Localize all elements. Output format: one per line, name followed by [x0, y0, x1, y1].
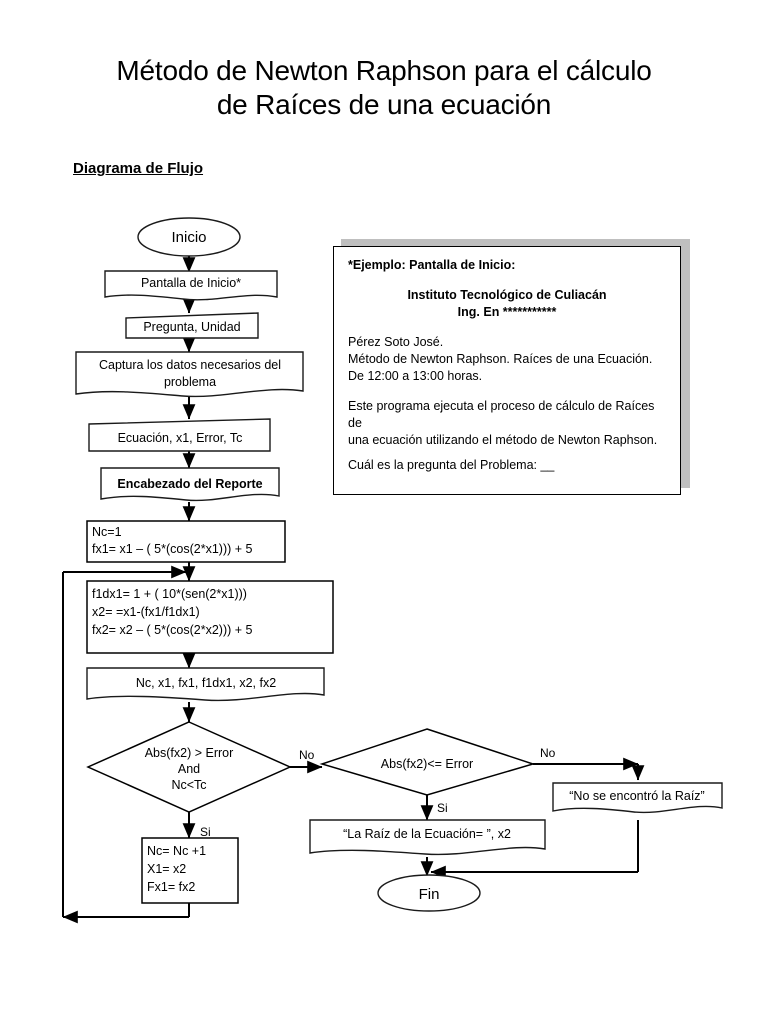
connector-group [62, 256, 645, 924]
node-inicio: Inicio [137, 217, 241, 257]
node-captura-datos: Captura los datos necesarios del problem… [75, 351, 304, 398]
example-career: Ing. En *********** [457, 305, 557, 319]
node-pantalla-inicio: Pantalla de Inicio* [104, 270, 278, 301]
node-fin: Fin [377, 874, 481, 912]
node-actualizacion-line3: Fx1= fx2 [147, 880, 195, 894]
node-captura-datos-line1: Captura los datos necesarios del [99, 358, 281, 372]
node-iteracion-line1: f1dx1= 1 + ( 10*(sen(2*x1))) [92, 587, 247, 601]
node-decision-raiz: Abs(fx2)<= Error [319, 728, 536, 796]
node-pregunta-unidad: Pregunta, Unidad [125, 312, 259, 339]
node-iteracion-line2: x2= =x1-(fx1/f1dx1) [92, 605, 200, 619]
node-encabezado-reporte-label: Encabezado del Reporte [117, 477, 262, 491]
edge-label-no-2: No [540, 746, 556, 760]
example-institute: Instituto Tecnológico de Culiacán [407, 288, 607, 302]
node-entrada-datos: Ecuación, x1, Error, Tc [88, 418, 271, 452]
node-decision-continuar-line1: Abs(fx2) > Error [145, 746, 234, 760]
node-iteracion: f1dx1= 1 + ( 10*(sen(2*x1))) x2= =x1-(fx… [86, 580, 334, 654]
node-decision-continuar: Abs(fx2) > Error And Nc<Tc [86, 721, 292, 813]
section-heading: Diagrama de Flujo [73, 160, 204, 177]
example-heading: *Ejemplo: Pantalla de Inicio: [348, 258, 516, 272]
node-salida-valores-label: Nc, x1, fx1, f1dx1, x2, fx2 [136, 676, 276, 690]
node-encabezado-reporte: Encabezado del Reporte [100, 467, 280, 502]
node-actualizacion-line2: X1= x2 [147, 862, 186, 876]
node-raiz-encontrada-label: “La Raíz de la Ecuación= ”, x2 [343, 827, 511, 841]
node-fin-label: Fin [419, 886, 440, 903]
node-decision-continuar-line3: Nc<Tc [171, 778, 206, 792]
node-inicializacion: Nc=1 fx1= x1 – ( 5*(cos(2*x1))) + 5 [86, 520, 286, 563]
node-iteracion-line3: fx2= x2 – ( 5*(cos(2*x2))) + 5 [92, 623, 253, 637]
page-title-line1: Método de Newton Raphson para el cálculo [116, 55, 652, 86]
example-subject: Método de Newton Raphson. Raíces de una … [348, 352, 653, 366]
node-actualizacion-line1: Nc= Nc +1 [147, 844, 206, 858]
example-panel: *Ejemplo: Pantalla de Inicio: Instituto … [333, 246, 681, 495]
example-description-line1: Este programa ejecuta el proceso de cálc… [348, 399, 655, 430]
page-title: Método de Newton Raphson para el cálculo… [60, 54, 708, 122]
node-inicio-label: Inicio [171, 229, 206, 246]
node-salida-valores: Nc, x1, fx1, f1dx1, x2, fx2 [86, 667, 325, 702]
node-entrada-datos-label: Ecuación, x1, Error, Tc [118, 431, 243, 445]
node-captura-datos-line2: problema [164, 375, 216, 389]
node-pregunta-unidad-label: Pregunta, Unidad [143, 320, 240, 334]
example-schedule: De 12:00 a 13:00 horas. [348, 369, 483, 383]
node-actualizacion: Nc= Nc +1 X1= x2 Fx1= fx2 [141, 837, 239, 904]
node-decision-raiz-label: Abs(fx2)<= Error [381, 757, 473, 771]
node-inicializacion-line1: Nc=1 [92, 525, 122, 539]
example-prompt: Cuál es la pregunta del Problema: __ [348, 458, 555, 472]
edge-label-no-1: No [299, 748, 315, 762]
node-pantalla-inicio-label: Pantalla de Inicio* [141, 276, 241, 290]
node-inicializacion-line2: fx1= x1 – ( 5*(cos(2*x1))) + 5 [92, 542, 253, 556]
example-description-line2: una ecuación utilizando el método de New… [348, 433, 658, 447]
edge-label-si-1: Si [200, 825, 211, 839]
example-student: Pérez Soto José. [348, 335, 444, 349]
node-raiz-no-encontrada-label: “No se encontró la Raíz” [569, 789, 704, 803]
node-raiz-encontrada: “La Raíz de la Ecuación= ”, x2 [309, 819, 546, 856]
edge-label-si-2: Si [437, 801, 448, 815]
page-title-line2: de Raíces de una ecuación [216, 89, 552, 120]
node-raiz-no-encontrada: “No se encontró la Raíz” [552, 782, 723, 814]
node-decision-continuar-line2: And [178, 762, 200, 776]
